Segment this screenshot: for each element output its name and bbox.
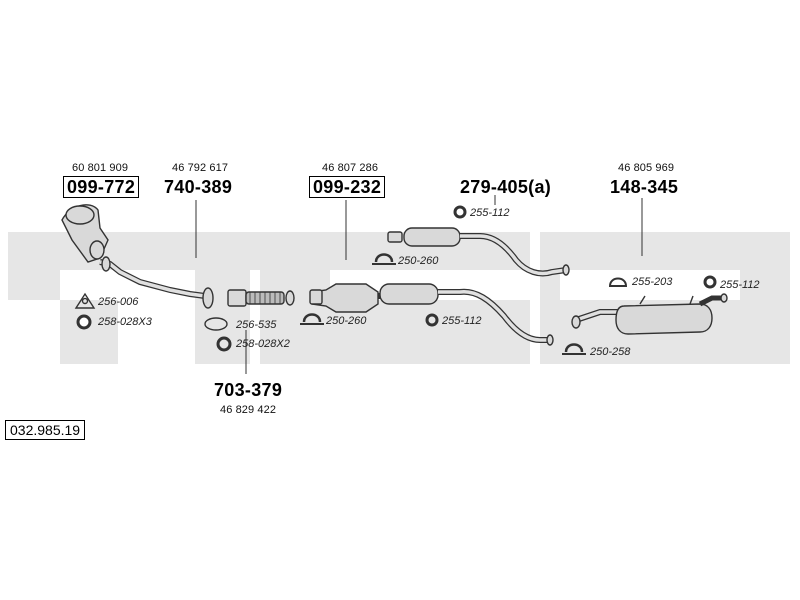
catalytic-converter-part bbox=[309, 283, 392, 313]
accessory-label-clamp-1[interactable]: 250-260 bbox=[398, 255, 439, 267]
accessory-label-gasket-1[interactable]: 256-006 bbox=[98, 296, 139, 308]
part-code-connecting-pipe[interactable]: 703-379 bbox=[214, 380, 283, 400]
part-code-rear-silencer[interactable]: 148-345 bbox=[610, 177, 679, 197]
part-code-front-pipe[interactable]: 099-772 bbox=[63, 176, 140, 198]
oval-gasket-icon bbox=[204, 317, 228, 331]
middle-silencer-part bbox=[387, 227, 570, 277]
accessory-label-ring-3[interactable]: 255-112 bbox=[720, 279, 760, 291]
rubber-ring-icon bbox=[425, 313, 439, 327]
oe-number-flex-pipe: 46 792 617 bbox=[172, 162, 229, 174]
clamp-icon bbox=[564, 343, 584, 353]
accessory-label-clamp-2[interactable]: 250-260 bbox=[326, 315, 367, 327]
oe-number-catalytic: 46 807 286 bbox=[322, 162, 379, 174]
accessory-label-nut-2[interactable]: 258-028X2 bbox=[236, 338, 290, 350]
part-code-catalytic[interactable]: 099-232 bbox=[309, 176, 386, 198]
rubber-hanger-icon bbox=[608, 277, 628, 287]
rubber-ring-icon bbox=[703, 275, 717, 289]
nut-icon bbox=[76, 314, 92, 330]
accessory-label-hanger-1[interactable]: 255-203 bbox=[632, 276, 673, 288]
oe-number-front-pipe: 60 801 909 bbox=[72, 162, 129, 174]
accessory-label-ring-2[interactable]: 255-112 bbox=[442, 315, 482, 327]
accessory-label-clamp-3[interactable]: 250-258 bbox=[590, 346, 631, 358]
clamp-icon bbox=[374, 253, 394, 263]
accessory-label-nut-1[interactable]: 258-028X3 bbox=[98, 316, 152, 328]
rubber-ring-icon bbox=[453, 205, 467, 219]
catalog-reference-number: 032.985.19 bbox=[5, 420, 86, 440]
accessory-label-gasket-2[interactable]: 256-535 bbox=[236, 319, 277, 331]
oe-number-connecting-pipe: 46 829 422 bbox=[220, 404, 277, 416]
part-code-middle-silencer[interactable]: 279-405(a) bbox=[460, 177, 552, 197]
part-code-flex-pipe[interactable]: 740-389 bbox=[164, 177, 233, 197]
triangle-gasket-icon bbox=[74, 292, 96, 309]
nut-icon bbox=[216, 336, 232, 352]
front-pipe-part bbox=[61, 204, 214, 309]
accessory-label-ring-1[interactable]: 255-112 bbox=[470, 207, 510, 219]
flex-pipe-part bbox=[227, 289, 295, 307]
middle-pipe-lower-part bbox=[379, 283, 554, 346]
oe-number-rear-silencer: 46 805 969 bbox=[618, 162, 675, 174]
rear-silencer-part bbox=[571, 293, 728, 335]
clamp-icon bbox=[302, 313, 322, 323]
